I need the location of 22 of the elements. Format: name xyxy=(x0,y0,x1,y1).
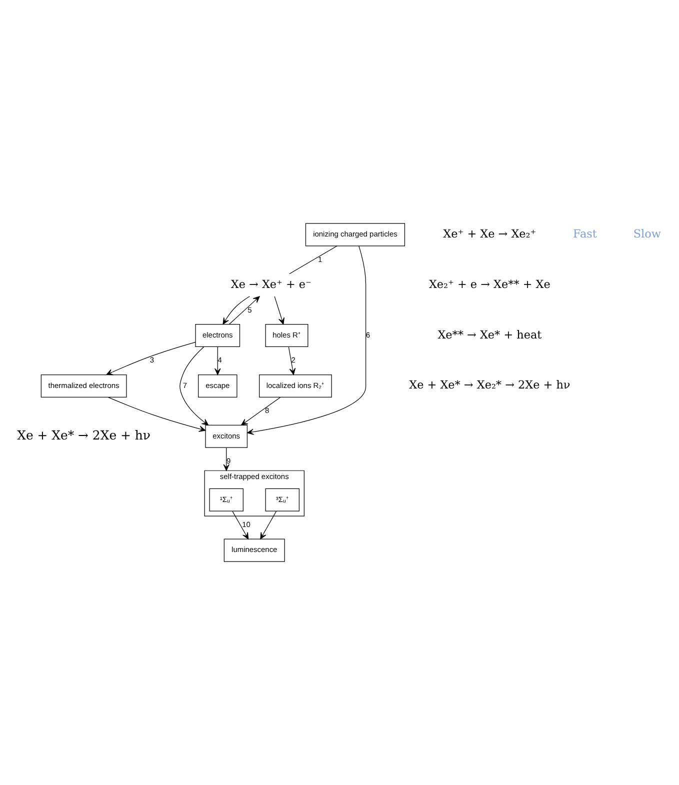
arrow xyxy=(246,246,366,435)
label: Xe + Xe* → Xe₂* → 2Xe + hν xyxy=(409,378,570,392)
label: Fast xyxy=(572,227,597,240)
arrow xyxy=(214,346,221,375)
label: Slow xyxy=(633,227,661,240)
arrow xyxy=(108,396,206,432)
arrow xyxy=(232,510,249,540)
arrow xyxy=(228,296,260,325)
node-text: Xe → Xe⁺ + e⁻ xyxy=(230,278,312,291)
arrow xyxy=(241,396,281,426)
connector xyxy=(289,246,338,274)
arrow xyxy=(222,296,250,325)
label: Xe** → Xe* + heat xyxy=(438,328,542,342)
label: Xe + Xe* → 2Xe + hν xyxy=(17,428,150,442)
arrow xyxy=(180,346,209,426)
arrow xyxy=(274,296,284,325)
arrow xyxy=(106,342,196,376)
arrow xyxy=(288,346,296,375)
arrow xyxy=(223,448,230,471)
label: Xe₂⁺ + e → Xe** + Xe xyxy=(428,278,550,291)
label: Xe⁺ + Xe → Xe₂⁺ xyxy=(443,227,536,240)
arrow xyxy=(260,510,277,540)
